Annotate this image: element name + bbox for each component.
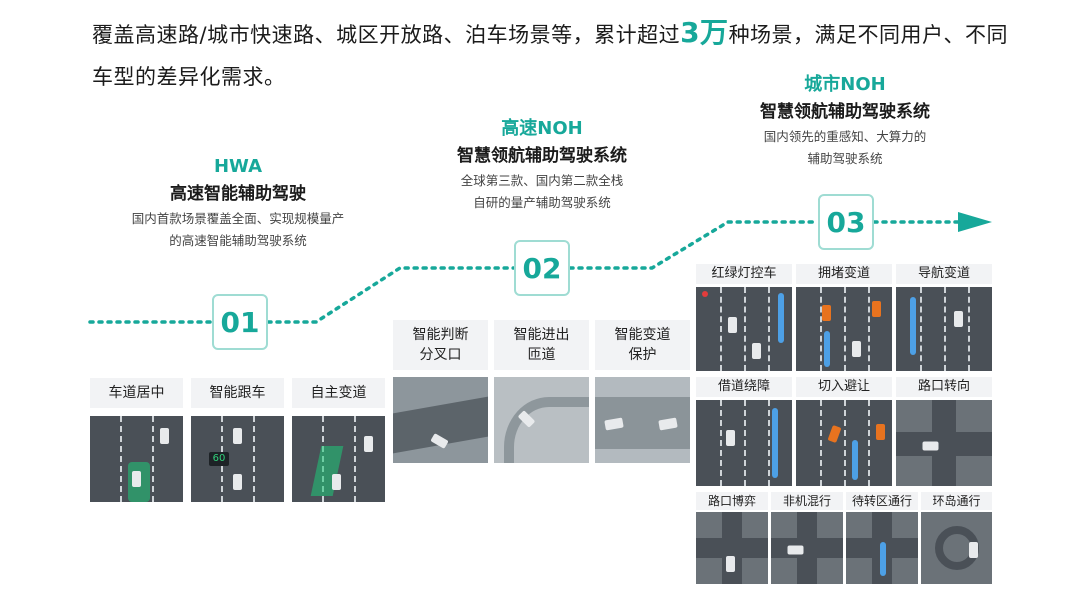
stage-02-label: 高速NOH: [501, 118, 583, 139]
headline: 覆盖高速路/城市快速路、城区开放路、泊车场景等，累计超过3万种场景，满足不同用户…: [92, 12, 1012, 98]
speed-badge: 60: [209, 452, 229, 466]
city-feature-mixed-traffic-label: 非机混行: [771, 492, 843, 510]
stage-03-name: 智慧领航辅助驾驶系统: [760, 102, 930, 122]
stage-03-label: 城市NOH: [804, 74, 886, 95]
arrow-head-icon: [958, 212, 992, 232]
intersection-game-scene: [696, 512, 768, 584]
roundabout-scene: [921, 512, 992, 584]
city-feature-borrow-lane-label: 借道绕障: [696, 377, 792, 397]
stage-01-box: 01: [212, 294, 268, 350]
waiting-zone-scene: [846, 512, 918, 584]
noh-feature-2-label: 智能进出 匝道: [494, 320, 589, 370]
stage-02-box: 02: [514, 240, 570, 296]
city-feature-intersection-turn-label: 路口转向: [896, 377, 992, 397]
follow-car-scene: 60: [191, 416, 284, 502]
stage-02-name: 智慧领航辅助驾驶系统: [457, 146, 627, 166]
fork-scene: [393, 377, 488, 463]
city-feature-traffic-light-label: 红绿灯控车: [696, 264, 792, 284]
cut-in-scene: [796, 400, 892, 486]
stage-01-name: 高速智能辅助驾驶: [170, 184, 306, 204]
city-feature-nav-lane-label: 导航变道: [896, 264, 992, 284]
city-feature-intersection-game-label: 路口博弈: [696, 492, 768, 510]
city-feature-congestion-label: 拥堵变道: [796, 264, 892, 284]
headline-text-2: 种场景，满足不同用户、不同车型的差异化需求。: [92, 23, 1009, 89]
hwa-feature-1-label: 车道居中: [90, 378, 183, 408]
borrow-lane-scene: [696, 400, 792, 486]
stage-03-box: 03: [818, 194, 874, 250]
stage-01-desc: 国内首款场景覆盖全面、实现规模量产 的高速智能辅助驾驶系统: [131, 211, 345, 248]
noh-feature-3-label: 智能变道 保护: [595, 320, 690, 370]
stage-01-title: HWA 高速智能辅助驾驶 国内首款场景覆盖全面、实现规模量产 的高速智能辅助驾驶…: [98, 154, 378, 252]
lane-change-scene: [292, 416, 385, 502]
city-feature-roundabout-label: 环岛通行: [921, 492, 992, 510]
stage-02-title: 高速NOH 智慧领航辅助驾驶系统 全球第三款、国内第二款全栈 自研的量产辅助驾驶…: [402, 116, 682, 214]
traffic-light-scene: [696, 287, 792, 371]
congestion-scene: [796, 287, 892, 371]
intersection-turn-scene: [896, 400, 992, 486]
stage-03-title: 城市NOH 智慧领航辅助驾驶系统 国内领先的重感知、大算力的 辅助驾驶系统: [705, 72, 985, 170]
headline-emphasis: 3万: [680, 16, 729, 49]
stage-03-desc: 国内领先的重感知、大算力的 辅助驾驶系统: [763, 129, 927, 166]
mixed-traffic-scene: [771, 512, 843, 584]
lane-centering-scene: [90, 416, 183, 502]
hwa-feature-3-label: 自主变道: [292, 378, 385, 408]
stage-02-desc: 全球第三款、国内第二款全栈 自研的量产辅助驾驶系统: [460, 173, 624, 210]
headline-text-1: 覆盖高速路/城市快速路、城区开放路、泊车场景等，累计超过: [92, 23, 681, 47]
nav-lane-scene: [896, 287, 992, 371]
lane-change-protection-scene: [595, 377, 690, 463]
noh-feature-1-label: 智能判断 分叉口: [393, 320, 488, 370]
city-feature-waiting-zone-label: 待转区通行: [846, 492, 918, 510]
city-feature-cut-in-label: 切入避让: [796, 377, 892, 397]
ramp-scene: [494, 377, 589, 463]
hwa-feature-2-label: 智能跟车: [191, 378, 284, 408]
stage-01-label: HWA: [213, 156, 263, 177]
